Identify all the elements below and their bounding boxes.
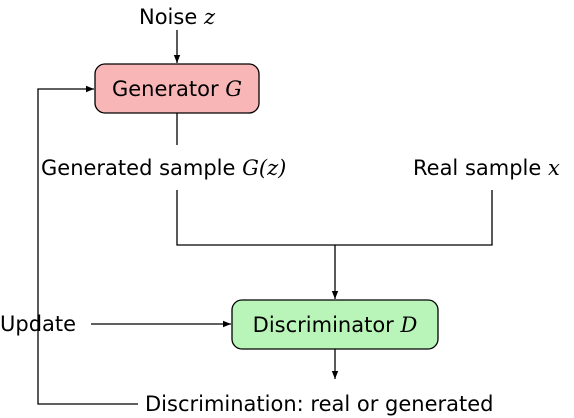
feedback-loop-to-generator — [37, 85, 138, 405]
merge-lines — [176, 190, 493, 246]
generator-label: Generator G — [112, 77, 242, 101]
noise-label: Noise z — [139, 5, 216, 29]
discrimination-output-label: Discrimination: real or generated — [145, 392, 494, 416]
generated-sample-label: Generated sample G(z) — [41, 156, 286, 180]
discriminator-label: Discriminator D — [253, 313, 418, 337]
real-sample-label: Real sample x — [413, 156, 560, 180]
